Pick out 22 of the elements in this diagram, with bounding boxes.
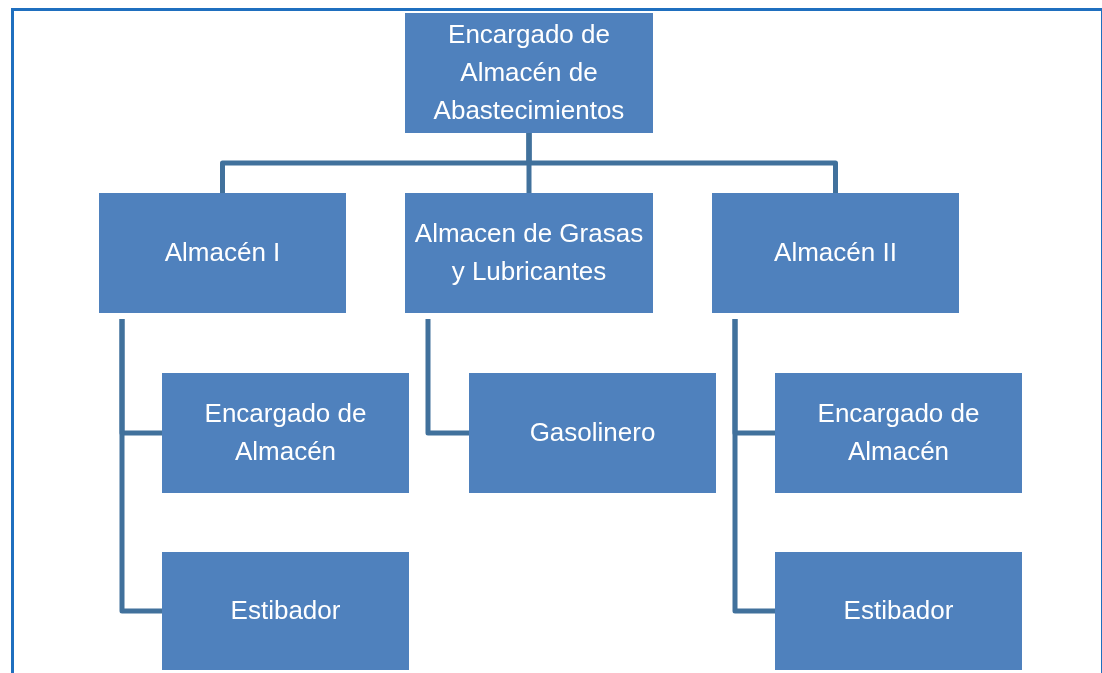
org-box — [162, 373, 409, 493]
connector-line — [425, 319, 469, 436]
role-label: Gasolinero — [529, 416, 656, 450]
connector-line — [119, 319, 162, 614]
role-label: Estibador — [230, 594, 341, 628]
org-box — [775, 373, 1022, 493]
role-label: Almacen de Grasas y Lubricantes — [413, 217, 645, 288]
connector-line — [526, 133, 838, 193]
org-box — [775, 552, 1022, 670]
role-label: Almacén I — [164, 236, 281, 270]
org-box — [712, 193, 959, 313]
org-box — [99, 193, 346, 313]
org-box — [162, 552, 409, 670]
role-label: Encargado de Almacén — [203, 397, 368, 468]
role-label: Almacén II — [774, 236, 897, 270]
org-box — [405, 193, 653, 313]
org-box — [405, 13, 653, 133]
org-box — [469, 373, 716, 493]
connector-line — [732, 319, 775, 614]
role-label: Encargado de Almacén de Abastecimientos — [432, 18, 626, 127]
role-label: Estibador — [843, 594, 954, 628]
role-label: Encargado de Almacén — [816, 397, 981, 468]
